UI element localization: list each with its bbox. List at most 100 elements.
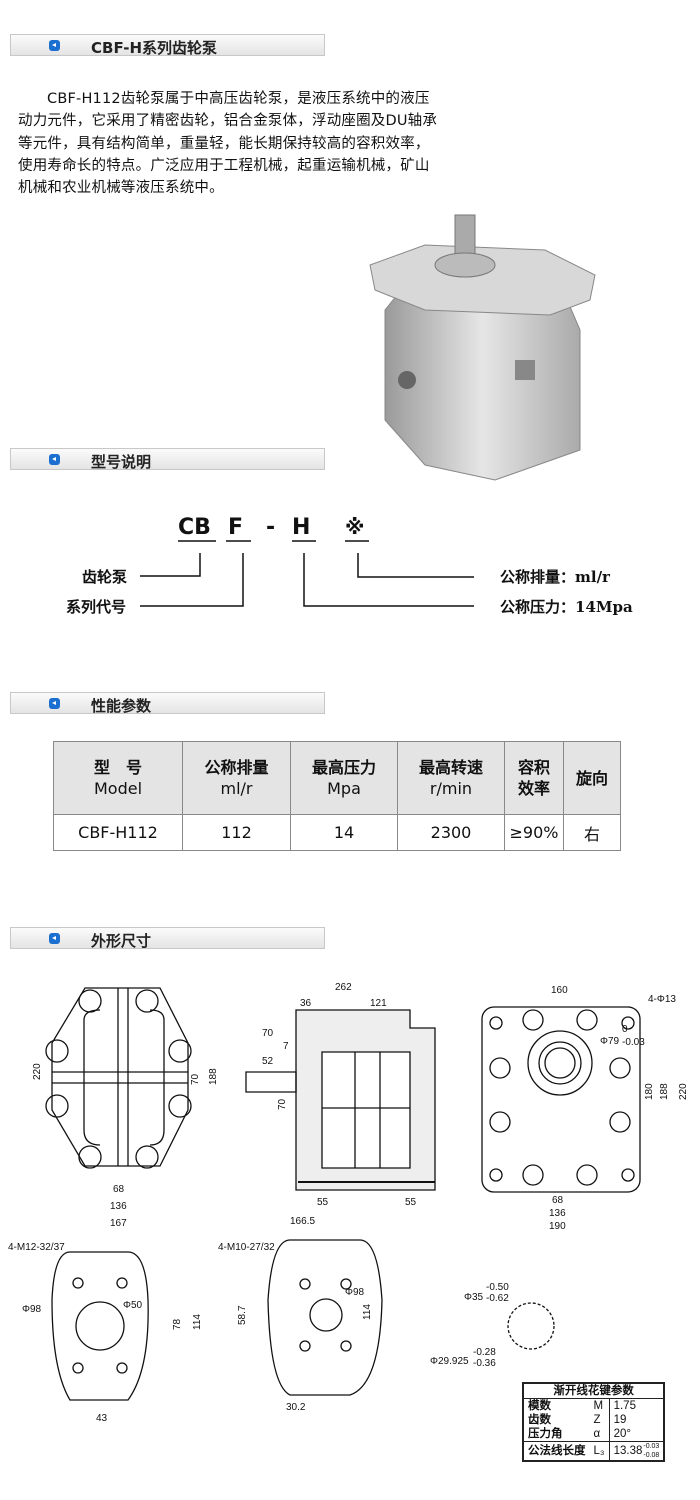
dimension-label: Φ29.925: [430, 1356, 469, 1367]
tolerance-upper: -0.03: [643, 1443, 660, 1450]
dimension-label: Φ50: [123, 1300, 143, 1311]
header-cell-sub: Model: [93, 779, 143, 798]
header-cell: 公称排量: [204, 758, 269, 777]
dimension-label: 43: [96, 1413, 108, 1424]
dimension-labels: 220 188 70 68 136 167 262 36 121 70 7 52…: [8, 982, 689, 1424]
param-value: 20°: [613, 1428, 631, 1440]
code-dash: -: [266, 515, 276, 540]
arrow-left-icon: [49, 454, 60, 465]
param-name: 公法线长度: [528, 1445, 586, 1457]
dimension-label: 121: [370, 998, 387, 1009]
gear-pump-photo: [369, 214, 596, 481]
rear-view-drawing: [481, 1006, 641, 1193]
dimension-label: 136: [110, 1201, 127, 1212]
dimension-label: 58.7: [237, 1305, 248, 1325]
dimension-label: 55: [317, 1197, 329, 1208]
dimension-label: Φ35: [464, 1292, 484, 1303]
section-header-dimensions: 外形尺寸: [10, 927, 325, 950]
dimension-label: 70: [262, 1028, 274, 1039]
section-title: 型号说明: [91, 453, 152, 471]
dimension-label: 220: [678, 1083, 689, 1100]
spline-table-title: 渐开线花键参数: [523, 1383, 665, 1399]
cell-displacement: 112: [182, 814, 291, 851]
header-cell: 旋向: [575, 768, 608, 788]
code-h: H: [292, 515, 311, 540]
dimension-label: 114: [192, 1314, 203, 1330]
intro-paragraph: CBF-H112齿轮泵属于中高压齿轮泵，是液压系统中的液压动力元件，它采用了精密…: [18, 91, 438, 197]
section-header-performance: 性能参数: [10, 692, 325, 715]
section-title: CBF-H系列齿轮泵: [91, 39, 218, 57]
header-cell-sub: ml/r: [220, 779, 253, 798]
dimension-label: 7: [283, 1041, 289, 1052]
arrow-left-icon: [49, 40, 60, 51]
dimension-label: -0.36: [473, 1358, 496, 1369]
param-name: 压力角: [528, 1428, 563, 1440]
param-symbol: M: [589, 1398, 610, 1413]
param-symbol: L₃: [589, 1441, 610, 1461]
front-view-drawing: [45, 987, 192, 1169]
dimension-label: 166.5: [290, 1216, 315, 1227]
dimension-label: Φ98: [22, 1304, 42, 1315]
dimension-label: Φ79: [600, 1036, 620, 1047]
dimension-label: -0.28: [473, 1347, 496, 1358]
label-pressure: 公称压力：14Mpa: [500, 598, 633, 616]
dimension-label: 114: [362, 1304, 373, 1320]
dimension-label: 68: [113, 1184, 125, 1195]
dimension-label: 0: [622, 1024, 628, 1035]
param-name: 模数: [528, 1400, 551, 1412]
code-f: F: [228, 515, 244, 540]
dimension-label: 55: [405, 1197, 417, 1208]
label-series-code: 系列代号: [66, 598, 127, 616]
section-header-intro: CBF-H系列齿轮泵: [10, 34, 325, 57]
dimension-label: 262: [335, 982, 352, 993]
model-code-leaders: [140, 540, 474, 607]
param-value: 13.38-0.03-0.08: [609, 1442, 664, 1462]
spline-drawing: [507, 1302, 555, 1350]
cell-speed: 2300: [397, 814, 505, 851]
dimension-label: 30.2: [286, 1402, 306, 1413]
flange-1-drawing: [51, 1251, 149, 1401]
dimension-label: Φ98: [345, 1287, 365, 1298]
code-cb: CB: [178, 515, 211, 540]
dimension-label: -0.50: [486, 1282, 509, 1293]
label-displacement: 公称排量：ml/r: [500, 568, 610, 586]
cell-pressure: 14: [290, 814, 398, 851]
table-row: CBF-H112 112 14 2300 ≥90% 右: [53, 814, 621, 851]
arrow-left-icon: [49, 933, 60, 944]
header-cell: 最高压力: [311, 758, 376, 777]
label-gear-pump: 齿轮泵: [82, 568, 128, 586]
param-symbol: α: [589, 1427, 610, 1442]
header-cell-sub: Mpa: [327, 779, 361, 798]
cell-efficiency: ≥90%: [504, 814, 564, 851]
dimension-label: 36: [300, 998, 312, 1009]
dimension-label: 220: [32, 1063, 43, 1080]
section-title: 性能参数: [91, 697, 152, 715]
dimension-label: 4-M12-32/37: [8, 1242, 65, 1253]
dimension-label: -0.03: [622, 1037, 645, 1048]
param-name: 齿数: [528, 1414, 551, 1426]
header-cell: 容积: [517, 758, 550, 777]
dimension-label: 188: [659, 1083, 670, 1100]
dimension-label: -0.62: [486, 1293, 509, 1304]
param-value: 1.75: [613, 1400, 636, 1412]
code-displacement: ※: [345, 515, 365, 539]
dimension-label: 190: [549, 1221, 566, 1232]
param-value: 19: [613, 1414, 627, 1426]
dimension-label: 167: [110, 1218, 127, 1229]
dimension-label: 136: [549, 1208, 566, 1219]
tolerance-lower: -0.08: [643, 1452, 660, 1459]
dimension-label: 180: [644, 1083, 655, 1100]
dimension-label: 4-M10-27/32: [218, 1242, 275, 1253]
dimension-label: 52: [262, 1056, 274, 1067]
cell-model: CBF-H112: [53, 814, 183, 851]
arrow-left-icon: [49, 698, 60, 709]
dimension-label: 70: [277, 1098, 288, 1110]
